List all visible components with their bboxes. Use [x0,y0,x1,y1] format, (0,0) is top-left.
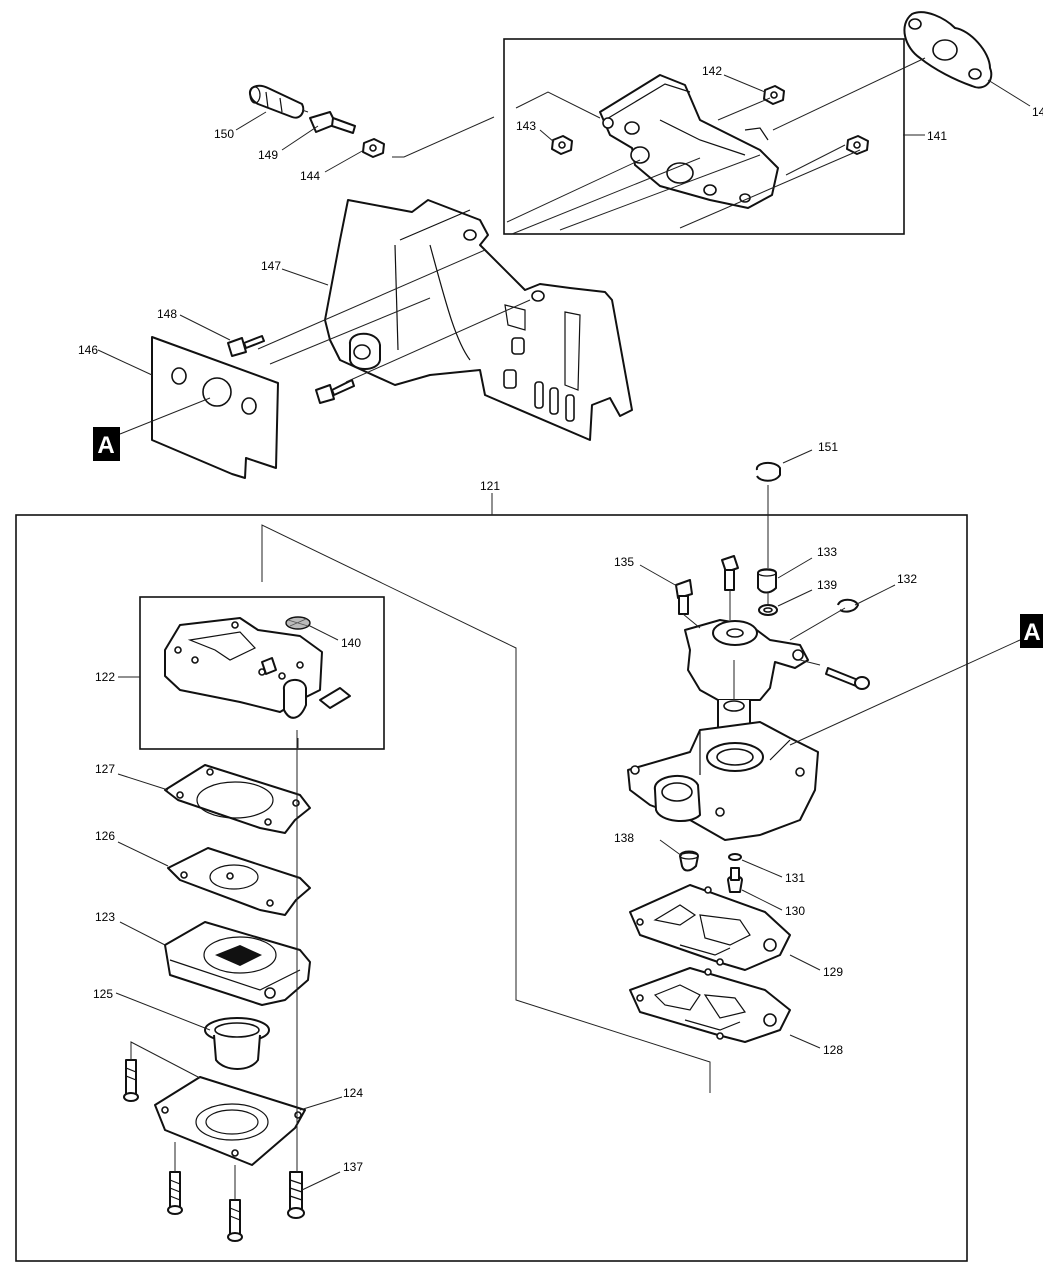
label-129: 129 [823,965,843,979]
needle-130 [727,867,743,893]
screw-137 [287,1171,305,1219]
label-145-partial: 14 [1032,105,1043,119]
screw-bracket [315,379,355,404]
cap-133 [757,568,777,594]
screw-149 [309,111,356,134]
label-143: 143 [516,119,536,133]
bracket-147 [324,199,633,441]
center-line-6 [679,149,861,229]
label-125: 125 [93,987,113,1001]
throttle-lever [684,619,809,740]
part-labels: 121 122 123 124 125 126 127 128 129 130 … [78,64,1043,1174]
insulator-141 [599,74,779,209]
label-128: 128 [823,1043,843,1057]
washer-139 [758,604,778,616]
label-147: 147 [261,259,281,273]
label-123: 123 [95,910,115,924]
diaphragm-126 [167,847,311,916]
plug-138 [679,850,699,872]
mark-a-right-leader [789,639,1021,746]
screw-throttle-stop [825,667,870,690]
label-131: 131 [785,871,805,885]
center-line-13 [119,397,211,435]
label-148: 148 [157,307,177,321]
center-line-11 [269,297,431,365]
check-valve-125 [204,1017,270,1070]
clip-151 [755,462,781,482]
screen-140 [285,616,311,630]
stack-center-line-3 [130,1041,201,1079]
label-132: 132 [897,572,917,586]
gasket-129 [629,884,791,971]
label-127: 127 [95,762,115,776]
carburetor-body [627,721,819,841]
label-133: 133 [817,545,837,559]
insulator-assembly-frame [503,38,905,235]
label-142: 142 [702,64,722,78]
screw-cover-left [167,1171,183,1215]
right-center-line-4 [799,659,821,666]
center-line-10 [257,249,486,350]
reference-mark-a-right: A [1020,614,1043,648]
o-ring-131 [728,853,742,861]
nut-141-side [846,135,869,155]
reference-mark-a-left: A [93,427,120,461]
assembly-bracket-line [261,524,711,1093]
metering-body-frame [139,596,385,750]
diaphragm-gasket-127 [164,764,311,834]
boot-150 [249,84,305,119]
label-124: 124 [343,1086,363,1100]
leader-lines [97,74,1031,1191]
screw-135 [675,579,693,615]
center-line-8 [717,97,771,121]
right-center-line-2 [682,613,701,629]
label-138: 138 [614,831,634,845]
label-150: 150 [214,127,234,141]
label-149: 149 [258,148,278,162]
carburetor-assembly-frame [15,514,968,1262]
gasket-146 [151,336,279,479]
metering-body-122 [164,617,351,719]
label-122: 122 [95,670,115,684]
nut-142 [763,85,785,105]
center-line-2 [515,91,601,119]
pump-cover-124 [154,1076,306,1166]
screw-cover-middle [227,1199,243,1242]
svg-text:A: A [1023,619,1040,646]
label-151: 151 [818,440,838,454]
center-line-1 [392,116,495,158]
label-135: 135 [614,555,634,569]
label-139: 139 [817,578,837,592]
center-line-12 [345,299,531,383]
gasket-128 [629,967,791,1043]
center-line-5 [559,154,761,231]
screw-cover-top [123,1059,139,1102]
gasket-145 [903,11,993,89]
center-line-14 [301,109,309,113]
label-126: 126 [95,829,115,843]
label-130: 130 [785,904,805,918]
right-center-line-5 [789,607,846,641]
label-121: 121 [480,479,500,493]
center-line-7 [772,57,926,131]
nut-144 [362,138,385,158]
label-141: 141 [927,129,947,143]
label-140: 140 [341,636,361,650]
svg-text:A: A [97,432,114,459]
screw-148 [227,335,265,357]
label-137: 137 [343,1160,363,1174]
label-146: 146 [78,343,98,357]
screw-throttle [721,555,739,591]
pump-body-123 [164,921,311,1006]
nut-143 [551,135,573,155]
center-line-4 [511,157,701,235]
label-144: 144 [300,169,320,183]
center-line-3 [506,159,641,223]
center-line-9 [785,144,846,176]
